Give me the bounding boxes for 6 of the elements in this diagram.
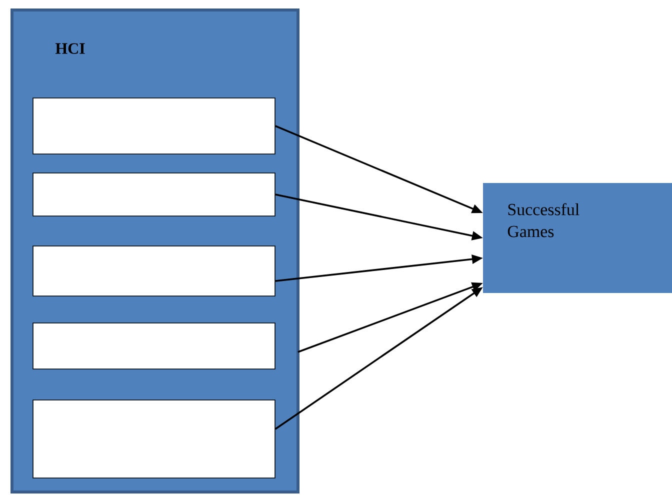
empty-box — [32, 322, 276, 370]
result-box: Successful Games — [483, 183, 672, 293]
empty-box — [32, 400, 276, 478]
empty-box — [32, 172, 276, 216]
empty-box — [32, 98, 276, 154]
empty-box — [32, 246, 276, 296]
